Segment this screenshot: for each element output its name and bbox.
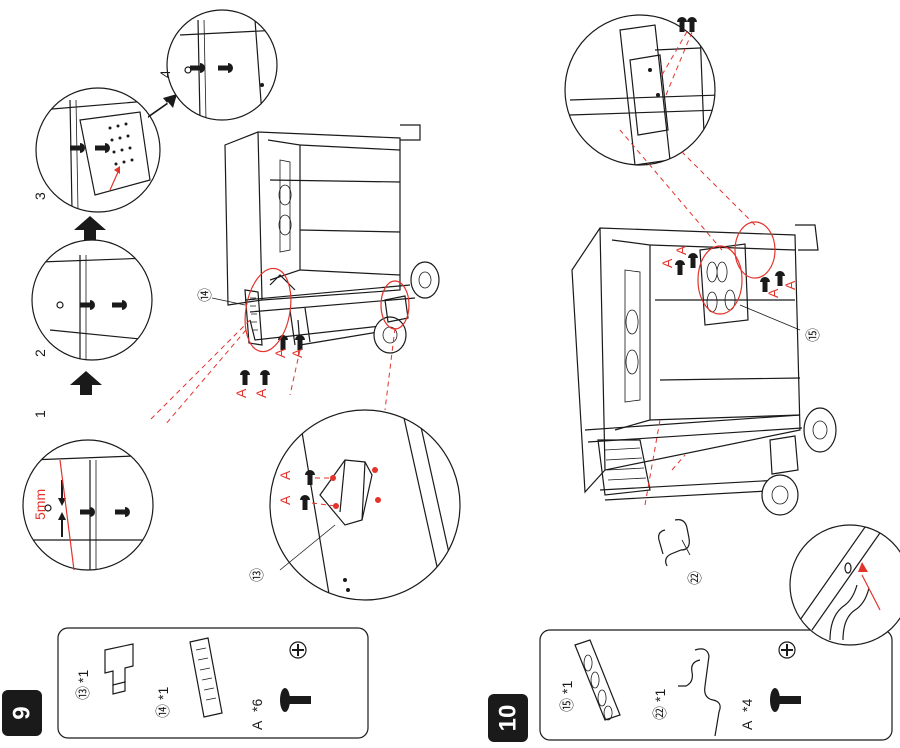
screw-a-label: A xyxy=(253,388,269,398)
wheel-icon xyxy=(373,316,407,354)
detail-circle-top xyxy=(564,14,716,166)
part-13-qty: *1 xyxy=(75,670,91,683)
callout-22: ㉒ xyxy=(687,571,703,585)
part-15-plate-icon xyxy=(574,639,621,721)
part-a-qty: *6 xyxy=(249,699,265,712)
step-10-badge: 10 xyxy=(488,694,528,742)
wheel-icon xyxy=(803,407,837,453)
detail-circle-1: 5mm xyxy=(22,439,154,571)
part-22-callout: ㉒ xyxy=(652,706,668,720)
detail-circle-hook xyxy=(789,524,900,646)
screw-icon xyxy=(770,688,801,712)
detail-circle-2 xyxy=(31,239,153,361)
screw-a-label: A xyxy=(233,388,249,398)
arrow-right-icon xyxy=(148,94,177,118)
callout-15: ⑮ xyxy=(805,328,821,342)
detail-circle-4 xyxy=(166,9,278,121)
screw-a-label: A xyxy=(673,245,689,255)
cart-assembly-9: A A A A ⑭ xyxy=(149,124,440,426)
screw-a-label: A xyxy=(272,348,288,358)
callout-13: ⑬ xyxy=(249,568,265,582)
part-a-label: A xyxy=(739,720,755,730)
part-14-strip-icon xyxy=(189,637,223,718)
screw-a-label: A xyxy=(289,348,305,358)
sequence-3: 3 xyxy=(32,192,48,200)
sequence-2: 2 xyxy=(32,349,48,357)
wheel-icon xyxy=(410,261,440,299)
phillips-head-icon xyxy=(289,641,307,659)
step-9-number: 9 xyxy=(9,706,36,719)
detail-circle-3 xyxy=(35,87,161,213)
screw-a-label: A xyxy=(782,280,798,290)
arrow-right-icon xyxy=(74,216,106,240)
step-10-parts-box: ⑮ *1 ㉒ *1 A *4 xyxy=(539,629,893,741)
part-13-bracket-icon xyxy=(104,643,134,695)
callout-14: ⑭ xyxy=(197,288,213,302)
gap-measurement: 5mm xyxy=(32,489,48,520)
screw-a-label: A xyxy=(659,258,675,268)
wheel-icon xyxy=(761,474,799,516)
part-22-qty: *1 xyxy=(652,689,668,702)
part-14-callout: ⑭ xyxy=(155,704,171,718)
part-22-hook-icon xyxy=(678,648,721,737)
part-a-qty: *4 xyxy=(739,699,755,712)
detail-circle-13: A A ⑬ xyxy=(249,409,461,601)
phillips-head-icon xyxy=(778,641,796,659)
screw-a-label: A xyxy=(765,288,781,298)
part-15-qty: *1 xyxy=(559,681,575,694)
screw-a-label: A xyxy=(277,495,293,505)
step-9-badge: 9 xyxy=(2,690,42,736)
cart-assembly-10: A A A A ⑮ ㉒ xyxy=(571,129,837,585)
part-13-callout: ⑬ xyxy=(75,686,91,700)
screw-a-label: A xyxy=(277,470,293,480)
step-10: 10 ⑮ *1 ㉒ *1 A *4 xyxy=(488,14,900,742)
sequence-4: 4 xyxy=(157,70,173,78)
step-9-parts-box: ⑬ *1 ⑭ *1 A *6 xyxy=(57,627,369,739)
step-9: 9 ⑬ *1 ⑭ *1 xyxy=(2,9,461,739)
screw-icon xyxy=(280,688,311,712)
sequence-1: 1 xyxy=(32,410,48,418)
part-14-qty: *1 xyxy=(155,687,171,700)
step-10-number: 10 xyxy=(495,705,522,732)
arrow-right-icon xyxy=(70,371,102,395)
part-15-callout: ⑮ xyxy=(559,698,575,712)
part-a-label: A xyxy=(249,720,265,730)
